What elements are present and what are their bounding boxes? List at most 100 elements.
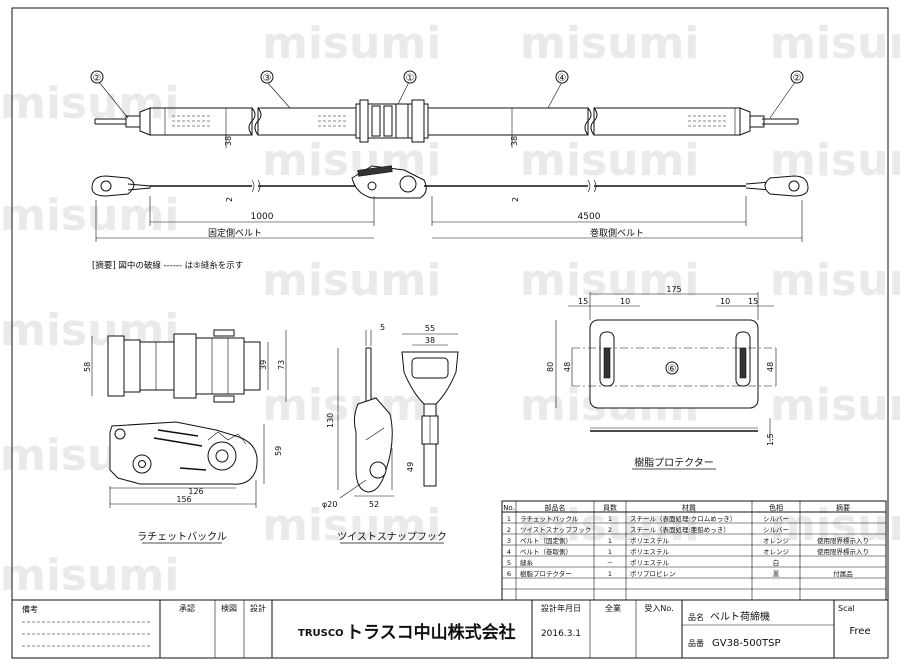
watermark-text: misumi (770, 380, 900, 431)
table-cell: ベルト（巻取側） (520, 547, 572, 556)
watermark-text: misumi (0, 190, 179, 241)
dim-protector-15b: 15 (748, 297, 758, 306)
dim-protector-48b: 48 (766, 362, 775, 372)
table-header: 員数 (603, 503, 617, 512)
table-cell: ベルト（固定側） (520, 536, 572, 545)
dim-take-length: 4500 (578, 212, 601, 222)
table-cell: シルバー (763, 515, 789, 523)
dim-hook-49: 49 (406, 462, 415, 472)
table-cell: ポリエステル (630, 559, 670, 567)
assembly-side-view: 2 2 1000 4500 固定側ベルト 巻取側ベルト (91, 165, 809, 242)
table-cell: ポリエステル (630, 537, 670, 545)
dim-buckle-58: 58 (83, 362, 92, 372)
table-cell: 1 (608, 515, 612, 523)
table-cell: － (607, 559, 614, 567)
table-header: 部品名 (545, 503, 566, 512)
table-cell: 使用限界標示入り (817, 547, 869, 556)
table-cell: 1 (608, 537, 612, 545)
protector-caption: 樹脂プロテクター (634, 456, 714, 469)
company-name: トラスコ中山株式会社 (346, 622, 516, 643)
dim-protector-175: 175 (666, 285, 681, 294)
watermark-text: misumi (770, 255, 900, 306)
title-label: 設計年月日 (541, 603, 581, 613)
watermark-text: misumi (520, 18, 699, 69)
title-label: 検図 (221, 603, 237, 613)
dim-belt-width-left: 38 (224, 136, 233, 146)
dim-protector-48a: 48 (563, 362, 572, 372)
table-cell: 4 (507, 548, 511, 556)
title-label: Scal (838, 604, 855, 613)
balloon-label: ② (93, 73, 102, 84)
table-cell: オレンジ (763, 548, 790, 556)
table-cell: ラチェットバックル (520, 515, 579, 523)
watermark-text: misumi (262, 18, 441, 69)
watermark-layer: misumi misumi misumi misumi misumi misum… (0, 18, 900, 601)
dim-protector-80: 80 (546, 362, 555, 372)
watermark-text: misumi (770, 18, 900, 69)
design-date: 2016.3.1 (541, 629, 581, 639)
table-header: No. (503, 504, 515, 512)
drawing-note: [摘要] 図中の破線 ------ は⑤縫糸を示す (92, 260, 243, 271)
scale-value: Free (849, 626, 870, 637)
watermark-text: misumi (520, 500, 699, 551)
watermark-text: misumi (262, 380, 441, 431)
dim-buckle-59: 59 (274, 446, 283, 456)
dim-fixed-length: 1000 (251, 212, 274, 222)
watermark-text: misumi (262, 500, 441, 551)
table-cell: 黒 (773, 570, 780, 578)
table-cell: オレンジ (763, 537, 790, 545)
dim-thickness-left: 2 (225, 197, 234, 202)
dim-hook-5: 5 (380, 323, 385, 332)
dim-hook-52: 52 (369, 500, 379, 509)
title-label: 全業 (605, 603, 621, 613)
balloon-label: ① (406, 73, 415, 84)
balloon-label: ② (793, 73, 802, 84)
balloon-label: ④ (558, 73, 567, 84)
title-label: 承認 (179, 603, 195, 613)
title-label: 設計 (250, 603, 266, 613)
take-belt-label: 巻取側ベルト (590, 227, 644, 239)
title-label: 品番 (688, 638, 704, 648)
brand-logo: TRUSCO (298, 628, 344, 639)
dim-protector-10a: 10 (620, 297, 630, 306)
dim-buckle-126: 126 (188, 487, 203, 496)
title-label: 品名 (688, 612, 704, 622)
table-header: 色相 (769, 503, 783, 512)
twist-snap-hook-drawing: 5 130 49 φ20 52 55 38 ツイストスナップフック (322, 323, 459, 544)
table-cell: ポリエステル (630, 548, 670, 556)
dim-hook-38: 38 (425, 336, 435, 345)
title-block: 備考 承認 検図 設計 TRUSCO トラスコ中山株式会社 設計年月日 2016… (12, 599, 888, 658)
table-cell: シルバー (763, 526, 789, 534)
resin-protector-drawing: ⑥ 175 15 10 10 15 80 48 48 1.5 樹脂プロテクター (546, 285, 777, 470)
table-cell: 2 (507, 526, 511, 534)
table-cell: スチール（表面処理:クロムめっき） (630, 514, 736, 523)
hook-caption: ツイストスナップフック (337, 531, 447, 543)
balloon-label: ③ (263, 73, 272, 84)
watermark-text: misumi (770, 500, 900, 551)
parts-table: No. 部品名 員数 材質 色相 摘要 1 ラチェットバックル 1 スチール（表… (501, 500, 887, 601)
table-cell: ポリプロピレン (630, 570, 676, 578)
title-label: 受入No. (644, 603, 673, 613)
dim-protector-15a: 15 (578, 297, 588, 306)
dim-protector-1-5: 1.5 (766, 433, 775, 446)
dim-hook-130: 130 (326, 413, 335, 428)
table-cell: 5 (507, 559, 511, 567)
table-cell: 3 (507, 537, 511, 545)
table-cell: 1 (507, 515, 511, 523)
product-code: GV38-500TSP (712, 638, 781, 649)
dim-hook-phi20: φ20 (322, 500, 337, 509)
sheet-border (11, 7, 889, 659)
watermark-text: misumi (520, 255, 699, 306)
dim-protector-10b: 10 (720, 297, 730, 306)
dim-buckle-156: 156 (176, 495, 191, 504)
buckle-caption: ラチェットバックル (137, 531, 227, 543)
watermark-text: misumi (0, 78, 179, 129)
dim-buckle-39: 39 (259, 360, 268, 370)
fixed-belt-label: 固定側ベルト (208, 227, 262, 239)
protector-balloon: ⑥ (668, 364, 677, 375)
watermark-text: misumi (0, 550, 179, 601)
table-cell: スチール（表面処理:亜鉛めっき） (630, 525, 730, 534)
assembly-top-view: ② ③ ① ④ ② 38 38 (90, 70, 804, 148)
dim-thickness-right: 2 (511, 197, 520, 202)
